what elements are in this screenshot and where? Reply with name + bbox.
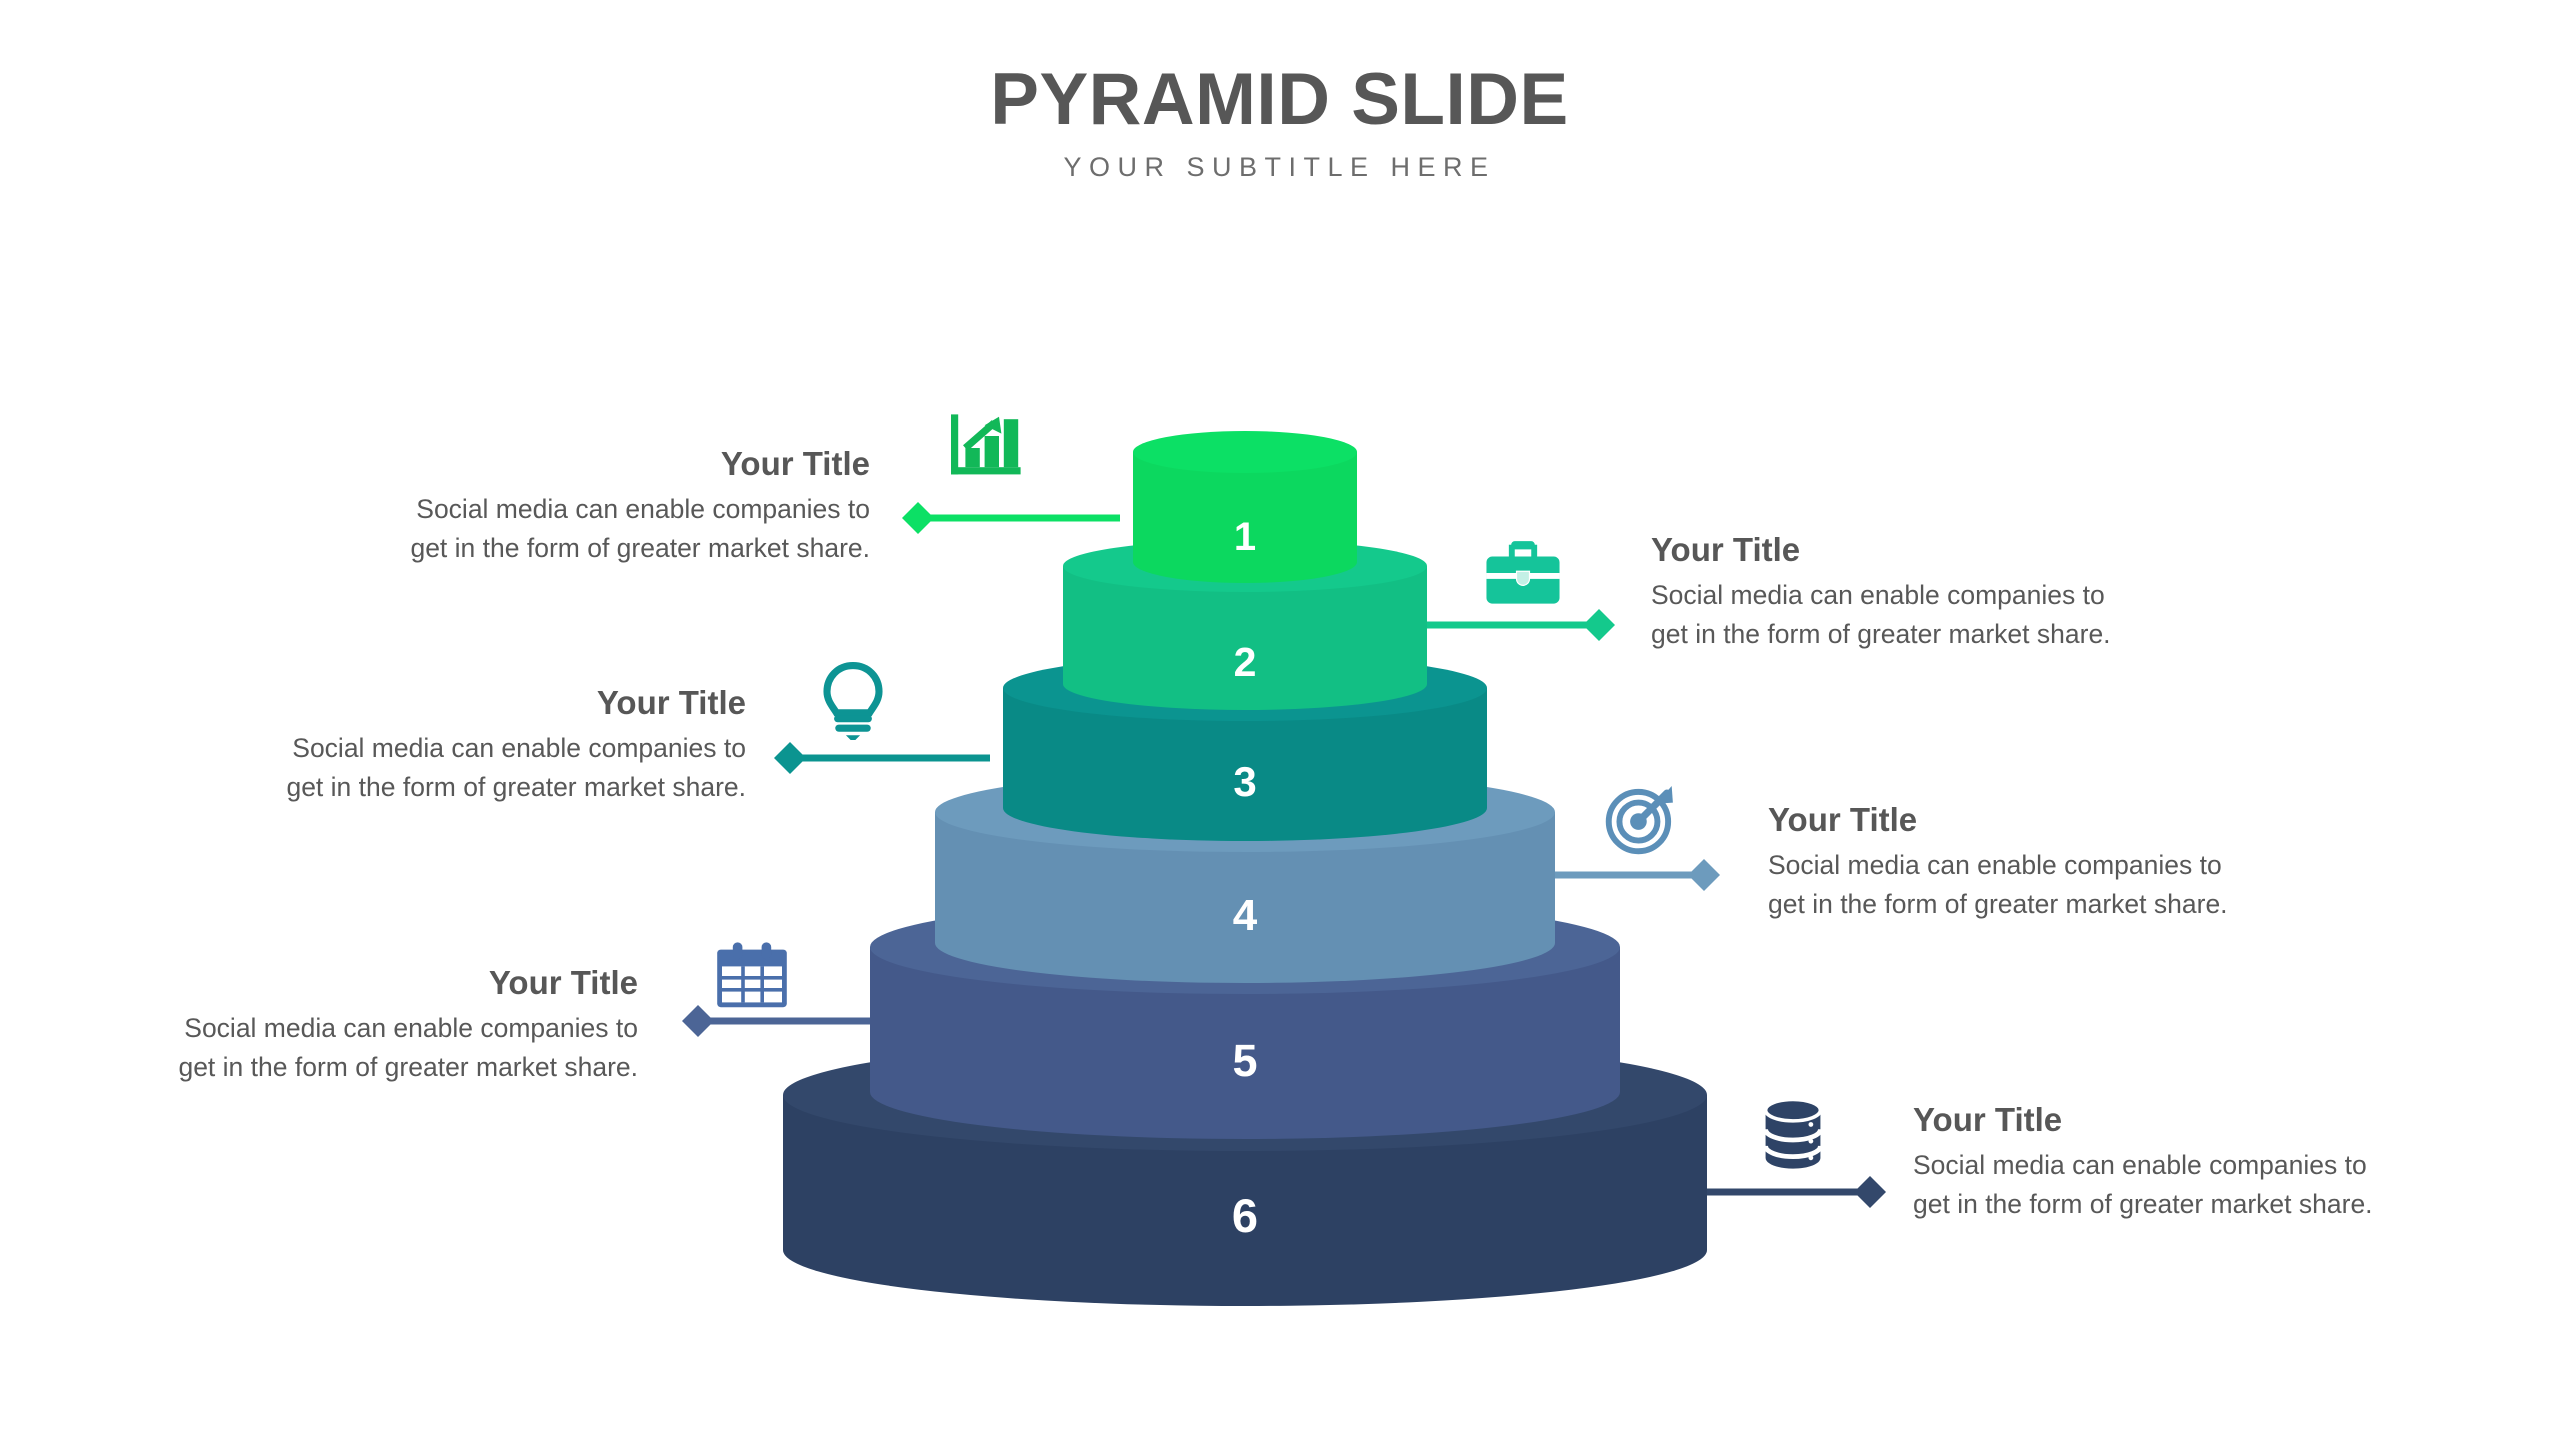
callout-level-1: Your Title Social media can enable compa…: [300, 443, 870, 569]
callout-body-line2-1: get in the form of greater market share.: [410, 533, 870, 564]
callout-title-4: Your Title: [1768, 801, 1918, 838]
bar-chart-growth-icon: [948, 412, 1026, 484]
callout-body-line1-3: Social media can enable companies to: [292, 733, 746, 764]
calendar-icon: [716, 942, 788, 1010]
callout-level-6: Your Title Social media can enable compa…: [1913, 1099, 2513, 1225]
connector-level-3: [774, 742, 990, 774]
connector-level-1: [902, 502, 1120, 534]
callout-body-line1-5: Social media can enable companies to: [184, 1013, 638, 1044]
callout-body-line2-2: get in the form of greater market share.: [1651, 619, 2111, 650]
callout-title-6: Your Title: [1913, 1101, 2063, 1138]
svg-text:1: 1: [1234, 515, 1256, 559]
pyramid-level-3[interactable]: 3: [1003, 655, 1487, 841]
callout-level-4: Your Title Social media can enable compa…: [1768, 799, 2368, 925]
pyramid-level-4[interactable]: 4: [935, 772, 1555, 983]
callout-level-2: Your Title Social media can enable compa…: [1651, 529, 2251, 655]
callout-title-1: Your Title: [720, 445, 870, 482]
callout-body-line2-4: get in the form of greater market share.: [1768, 889, 2228, 920]
pyramid-level-5[interactable]: 5: [870, 900, 1620, 1139]
pyramid-level-6[interactable]: 6: [783, 1039, 1707, 1306]
callout-level-5: Your Title Social media can enable compa…: [72, 962, 638, 1088]
page-title: PYRAMID SLIDE: [990, 59, 1569, 140]
connector-level-6: [1660, 1176, 1886, 1208]
svg-text:2: 2: [1234, 639, 1257, 685]
lightbulb-icon: [822, 662, 884, 740]
svg-text:6: 6: [1232, 1189, 1258, 1242]
svg-text:3: 3: [1233, 758, 1256, 805]
callout-level-3: Your Title Social media can enable compa…: [180, 682, 746, 808]
callout-title-5: Your Title: [488, 964, 638, 1001]
svg-text:5: 5: [1232, 1035, 1257, 1086]
callout-body-line1-6: Social media can enable companies to: [1913, 1150, 2367, 1181]
pyramid-level-1[interactable]: 1: [1133, 431, 1357, 583]
database-icon: [1762, 1098, 1824, 1170]
briefcase-icon: [1485, 540, 1561, 606]
callout-body-line1-2: Social media can enable companies to: [1651, 580, 2105, 611]
callout-body-line2-5: get in the form of greater market share.: [178, 1052, 638, 1083]
target-icon: [1604, 780, 1680, 856]
slide-header: PYRAMID SLIDE YOUR SUBTITLE HERE: [0, 62, 2559, 183]
callout-title-3: Your Title: [596, 684, 746, 721]
callout-body-line2-3: get in the form of greater market share.: [286, 772, 746, 803]
callout-body-line1-4: Social media can enable companies to: [1768, 850, 2222, 881]
callout-title-2: Your Title: [1651, 531, 1801, 568]
callout-body-line2-6: get in the form of greater market share.: [1913, 1189, 2373, 1220]
svg-text:4: 4: [1233, 891, 1258, 940]
pyramid-level-2[interactable]: 2: [1063, 540, 1427, 710]
callout-body-line1-1: Social media can enable companies to: [416, 494, 870, 525]
connector-level-4: [1530, 859, 1720, 891]
page-subtitle: YOUR SUBTITLE HERE: [1063, 151, 1496, 182]
connector-level-2: [1400, 609, 1615, 641]
